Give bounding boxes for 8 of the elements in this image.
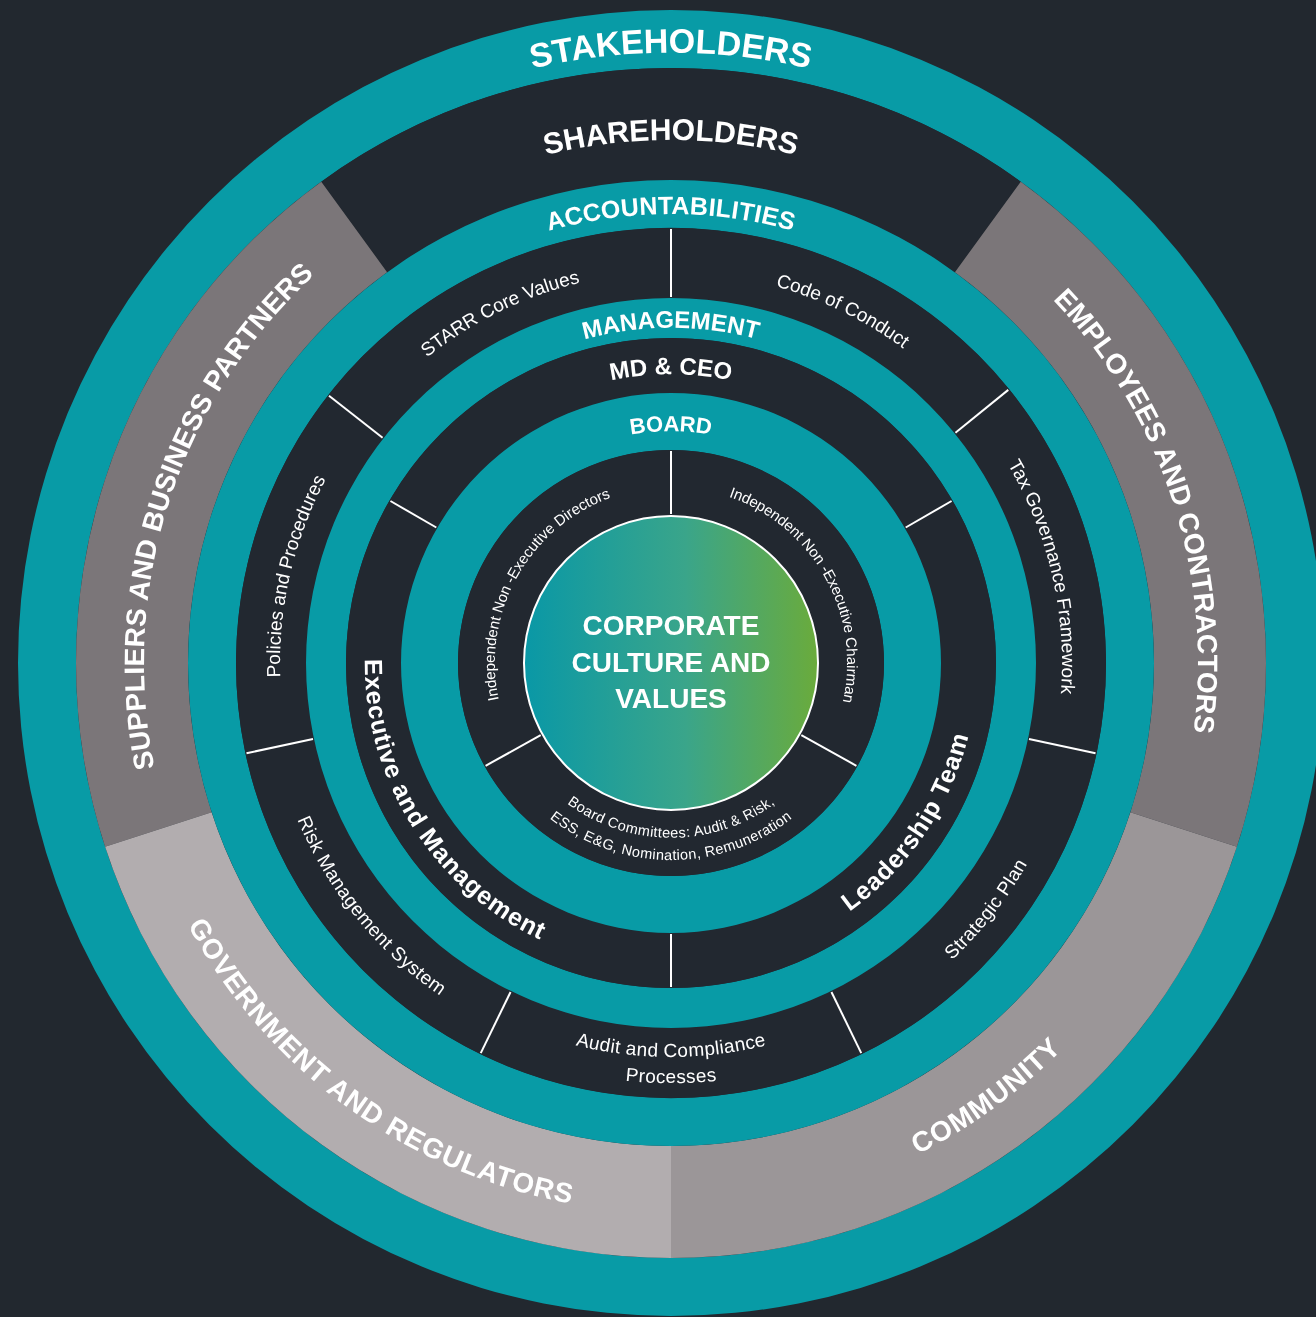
ring-label: STAKEHOLDERS	[525, 21, 817, 76]
ring-label: MANAGEMENT	[579, 305, 763, 344]
segment-label: SHAREHOLDERS	[539, 112, 803, 161]
ring-label: ACCOUNTABILITIES	[543, 190, 800, 236]
segment-label: Audit and Compliance Processes	[574, 1028, 768, 1087]
segment-label: MD & CEO	[607, 351, 735, 385]
center-title: CORPORATE CULTURE AND VALUES	[570, 608, 772, 717]
ring-label: BOARD	[627, 410, 715, 439]
